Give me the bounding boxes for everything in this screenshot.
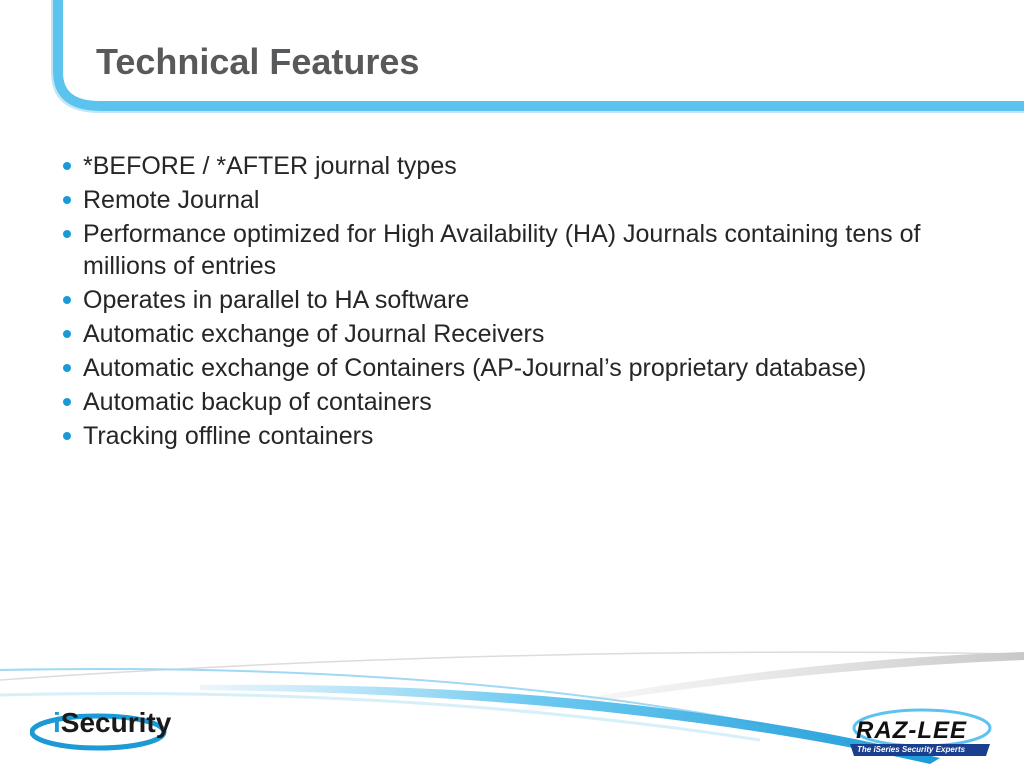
bullet-icon bbox=[63, 296, 71, 304]
isecurity-logo-swirl bbox=[30, 713, 167, 751]
bullet-icon bbox=[63, 432, 71, 440]
bullet-item: Automatic exchange of Journal Receivers bbox=[62, 318, 962, 350]
bullet-text: *BEFORE / *AFTER journal types bbox=[83, 152, 457, 180]
footer-swoosh-gray bbox=[520, 652, 1024, 714]
bullet-item: *BEFORE / *AFTER journal types bbox=[62, 150, 962, 182]
isecurity-logo-swirl-inner bbox=[44, 720, 160, 742]
bullet-text: Tracking offline containers bbox=[83, 422, 374, 450]
header-frame bbox=[51, 0, 1024, 113]
isecurity-logo-word: Security bbox=[60, 707, 172, 738]
bullet-text: Performance optimized for High Availabil… bbox=[83, 220, 921, 280]
footer-swoosh-blue bbox=[200, 684, 940, 764]
bullet-icon bbox=[63, 398, 71, 406]
bullet-item: Operates in parallel to HA software bbox=[62, 284, 962, 316]
isecurity-logo bbox=[30, 713, 167, 751]
isecurity-logo-i: i bbox=[53, 707, 61, 738]
slide-title: Technical Features bbox=[96, 41, 420, 82]
isecurity-logo-text: iSecurity bbox=[53, 706, 171, 740]
bullet-text: Operates in parallel to HA software bbox=[83, 286, 470, 314]
razlee-logo-text: RAZ-LEE bbox=[856, 717, 967, 744]
bullet-list: *BEFORE / *AFTER journal types Remote Jo… bbox=[62, 150, 962, 454]
bullet-icon bbox=[63, 364, 71, 372]
razlee-logo bbox=[850, 708, 992, 756]
razlee-logo-tagline: The iSeries Security Experts bbox=[857, 745, 966, 754]
header-frame-highlight bbox=[51, 0, 1024, 113]
razlee-logo-band bbox=[850, 744, 990, 756]
bullet-icon bbox=[63, 196, 71, 204]
bullet-item: Automatic exchange of Containers (AP-Jou… bbox=[62, 352, 962, 384]
bullet-item: Automatic backup of containers bbox=[62, 386, 962, 418]
footer-swoosh bbox=[0, 651, 1024, 764]
bullet-text: Remote Journal bbox=[83, 186, 260, 214]
bullet-item: Tracking offline containers bbox=[62, 420, 962, 452]
footer-swoosh-gray-thin bbox=[0, 651, 1024, 681]
bullet-text: Automatic exchange of Containers (AP-Jou… bbox=[83, 354, 867, 382]
bullet-text: Automatic exchange of Journal Receivers bbox=[83, 320, 545, 348]
bullet-icon bbox=[63, 162, 71, 170]
bullet-text: Automatic backup of containers bbox=[83, 388, 432, 416]
bullet-icon bbox=[63, 330, 71, 338]
bullet-item: Remote Journal bbox=[62, 184, 962, 216]
header-frame-stroke bbox=[53, 0, 1024, 111]
bullet-icon bbox=[63, 230, 71, 238]
bullet-item: Performance optimized for High Availabil… bbox=[62, 218, 962, 282]
footer-swoosh-light bbox=[0, 691, 761, 742]
